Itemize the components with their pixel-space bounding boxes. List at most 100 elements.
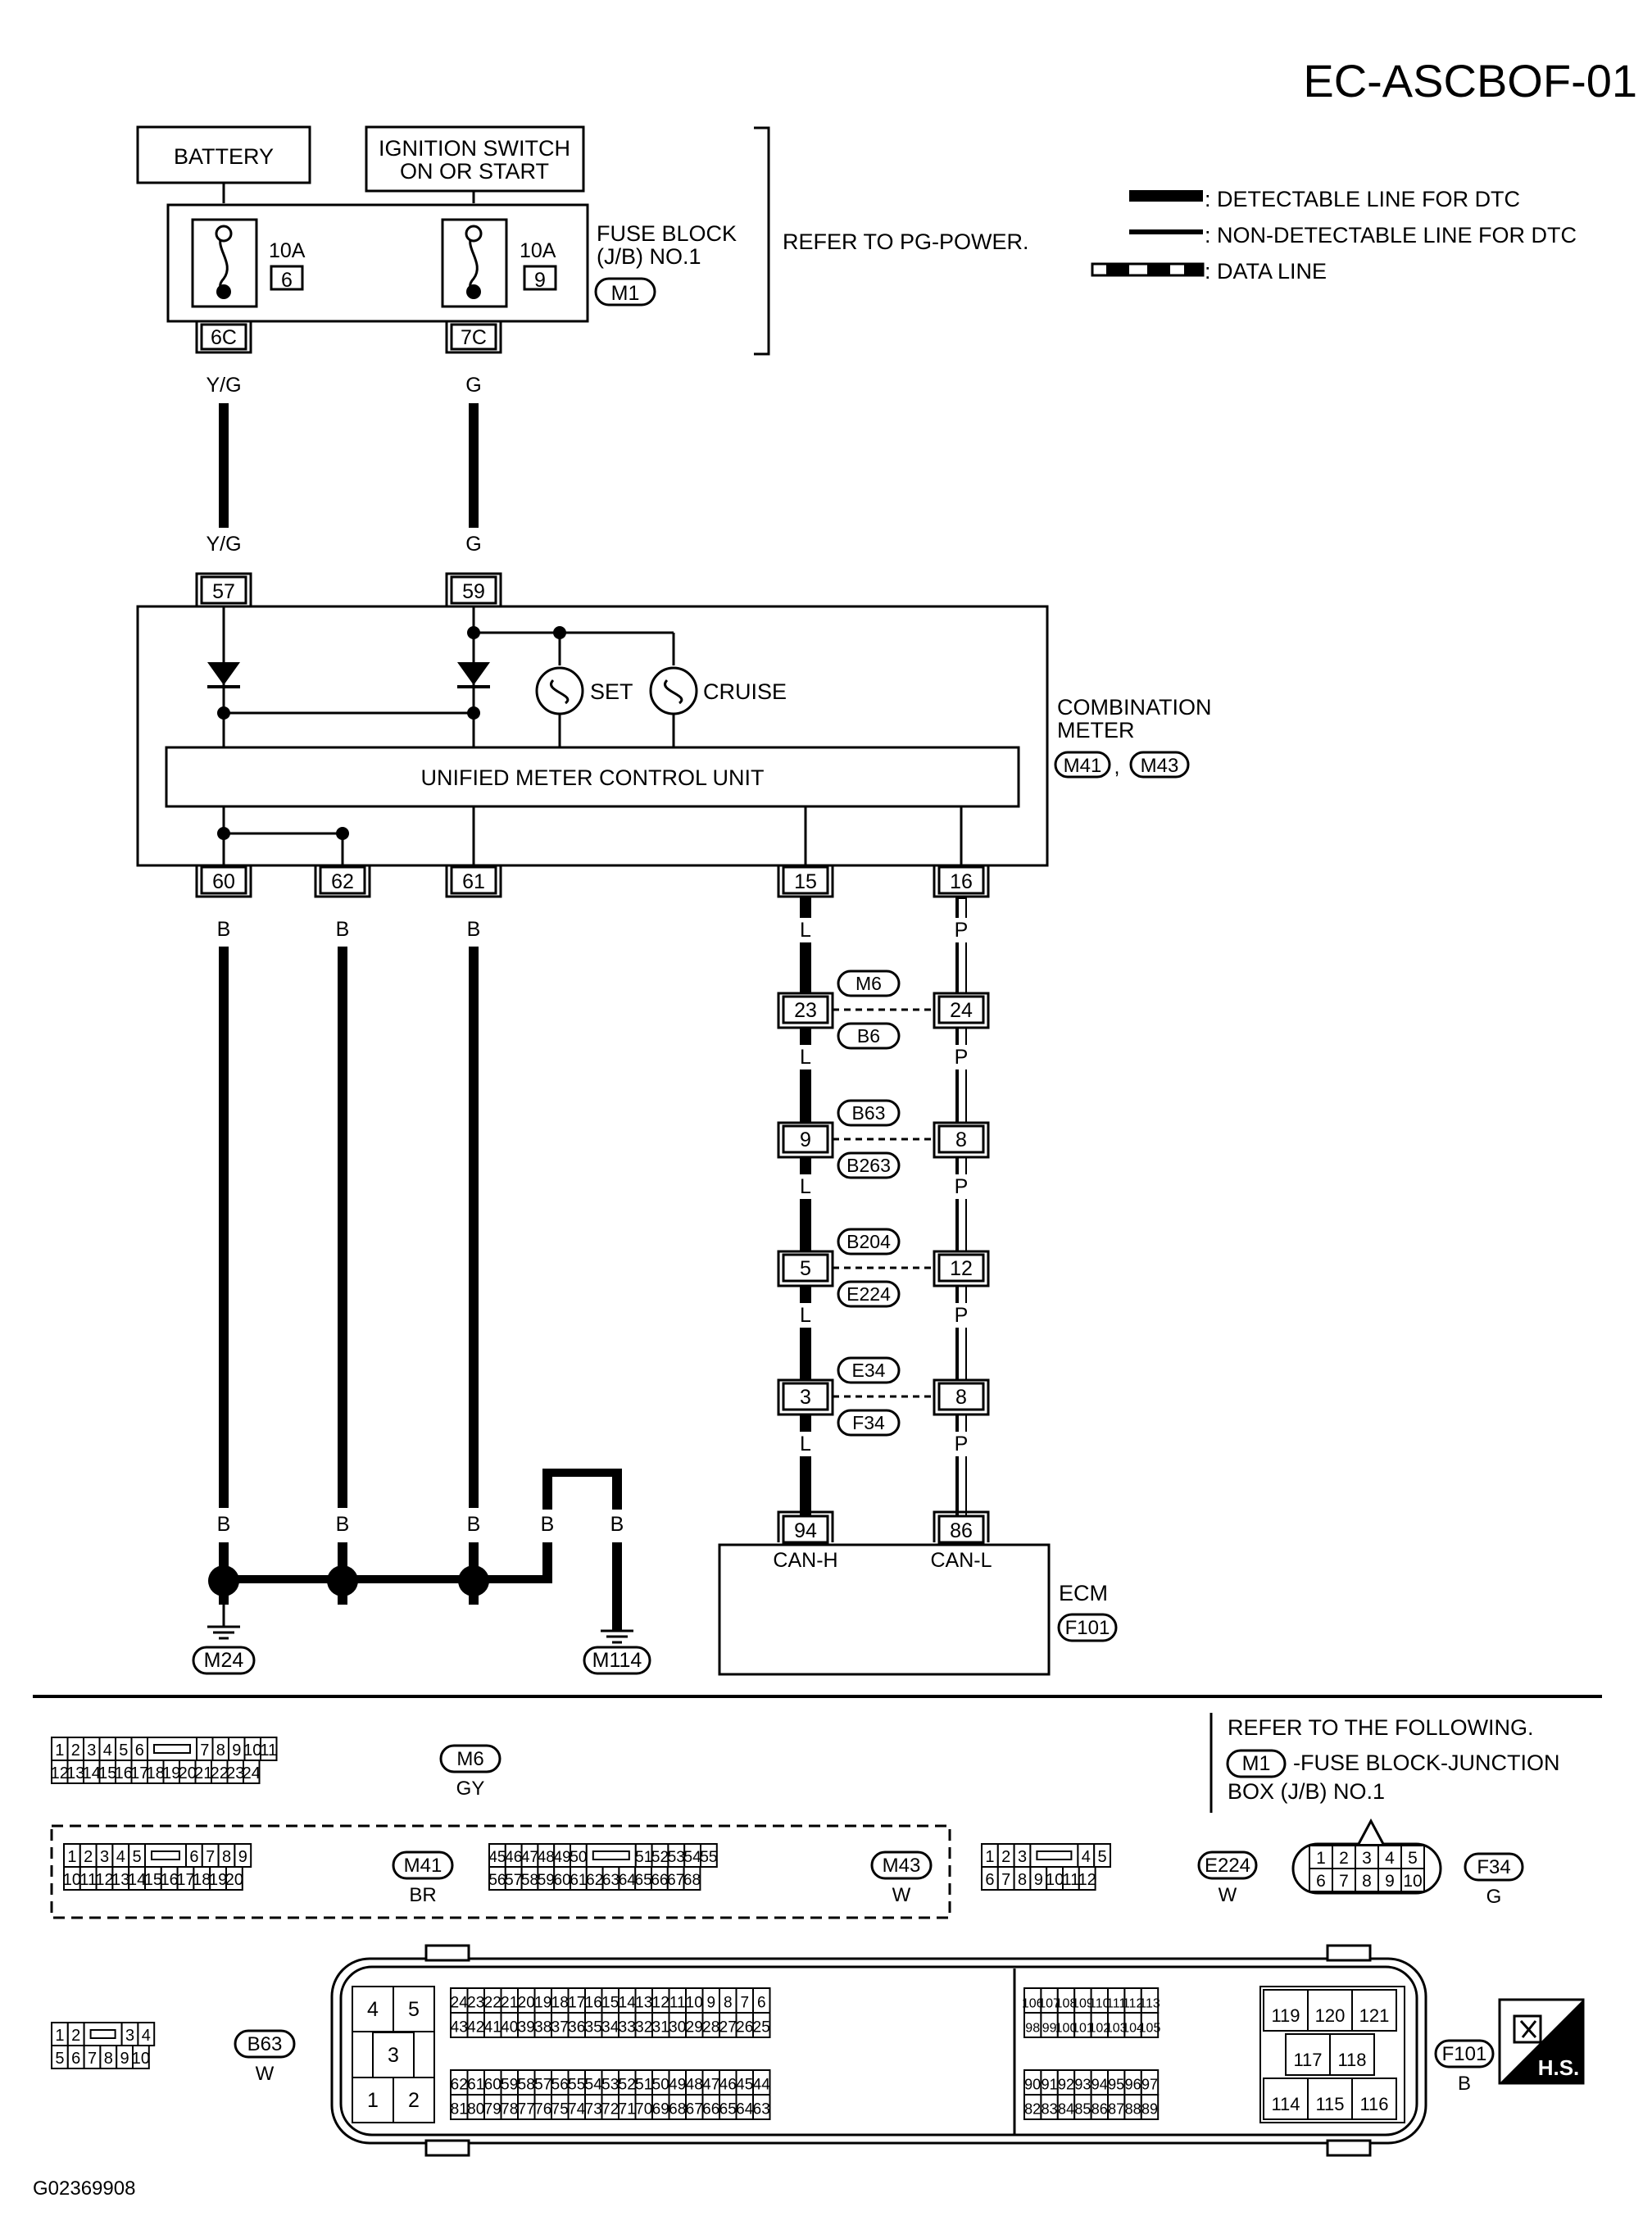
ecm-connector-f101: F101 [1065,1617,1110,1639]
connector-pin: 52 [619,2076,636,2093]
wire-yg [219,403,229,528]
connector-m41-badge: M41 [1064,755,1102,777]
connector-pin: 40 [501,2018,518,2036]
ecm-box [718,1543,1051,1676]
junction-upper-conn: E34 [852,1360,886,1381]
connector-pin: 15 [98,1764,116,1782]
connector-pin: 55 [700,1849,717,1866]
ecm-pin-86: 86 [950,1519,973,1542]
connector-pin: 52 [651,1849,669,1866]
connector-pin: 24 [451,1994,469,2011]
refer-following-line1: REFER TO THE FOLLOWING. [1228,1715,1534,1740]
ground-splice [327,1565,358,1596]
connector-pin: 55 [568,2076,585,2093]
connector-pin: 3 [100,1848,109,1866]
connector-pin: 9 [1034,1871,1043,1889]
connector-pin: 105 [1139,2021,1161,2035]
ground-wire-60 [219,947,229,1508]
diagram-title: EC-ASCBOF-01 [1303,55,1637,107]
connector-pin: 14 [83,1764,101,1782]
legend: : DETECTABLE LINE FOR DTC : NON-DETECTAB… [1091,187,1577,284]
connector-pin: 89 [1141,2100,1158,2117]
connector-pin: 8 [1362,1872,1372,1891]
connector-pin: 21 [501,1994,518,2011]
diode-57 [207,662,240,685]
connector-pin: 23 [467,1994,484,2011]
connector-pin: 9 [706,1994,715,2011]
connector-pin: 3 [125,2027,134,2045]
connector-pin: 7 [1001,1871,1010,1889]
connector-pin: 2 [71,2027,80,2045]
connector-pin: 6 [985,1871,994,1889]
svg-text:P: P [955,1304,969,1327]
connector-pin: 67 [667,1872,684,1889]
m1-badge [594,277,656,307]
connector-pin: 73 [585,2100,602,2118]
connector-pin: 85 [1074,2100,1091,2117]
set-label: SET [590,679,633,704]
connector-pin: 7 [88,2050,97,2068]
connector-pin: 95 [1108,2076,1124,2092]
connector-pin: 92 [1058,2076,1074,2092]
svg-text:P: P [955,1046,969,1069]
connector-pin: 19 [534,1994,551,2011]
connector-pin: 26 [736,2018,753,2036]
wire-color-b: B [336,1513,350,1536]
connector-pin: 83 [1042,2100,1058,2117]
harness-icon [1513,2014,1542,2044]
fuse-9-element [469,232,479,293]
connector-pin: 60 [484,2076,502,2093]
connector-pin: 63 [602,1872,620,1889]
connector-pin: 36 [568,2018,585,2036]
junction-pin: 24 [950,999,973,1022]
connector-color: W [1219,1884,1237,1906]
svg-text:L: L [800,1175,811,1198]
svg-text:P: P [955,1175,969,1198]
ignition-switch-label-1: IGNITION SWITCH [379,136,570,161]
connector-pin: 4 [116,1848,125,1866]
connector-pin: 6 [71,2050,80,2068]
unified-meter-control-unit [165,746,1020,808]
connector-pin: 18 [147,1764,165,1782]
connector-pin: 3 [388,2044,399,2067]
connector-separator: , [1114,756,1120,779]
connector-pin: 19 [162,1764,180,1782]
connector-pin: 15 [601,1994,619,2011]
connector-pin: 93 [1074,2076,1091,2092]
connector-pin: 112 [1123,1996,1144,2010]
connector-pin: 13 [66,1764,84,1782]
connector-pin: 109 [1072,1996,1094,2010]
connector-pin: 6 [1316,1872,1326,1891]
connector-pin: 17 [176,1871,194,1889]
connector-pin: 113 [1139,1996,1160,2010]
connector-pin: 119 [1271,2005,1300,2026]
connector-pin: 65 [635,1872,652,1889]
connector-id: M41 [404,1855,442,1877]
ground-splice [208,1565,239,1596]
connector-pin: 2 [71,1741,80,1760]
connector-pin: 99 [1042,2021,1057,2035]
ground-m114: M114 [592,1649,642,1672]
wire-color-g-bottom: G [465,533,481,556]
pin-59: 59 [462,580,485,603]
connector-pin: 2 [1001,1848,1010,1866]
connector-id: E224 [1205,1855,1250,1877]
connector-id: B63 [247,2033,283,2055]
connector-pin: 117 [1293,2050,1322,2070]
ground-splice [458,1565,489,1596]
connector-pin: 1 [985,1848,994,1866]
connector-pin: 5 [408,1998,420,2021]
connector-pin: 8 [1018,1871,1027,1889]
connector-pin: 22 [211,1764,229,1782]
combination-meter-box [136,605,1049,867]
connector-pin: 35 [585,2018,602,2036]
connector-pin: 20 [518,1994,535,2011]
connector-pin: 2 [408,2089,420,2112]
pin-61: 61 [462,870,485,893]
pin-62: 62 [331,870,354,893]
connector-pin: 74 [568,2100,586,2118]
connector-pin: 45 [488,1849,506,1866]
connector-pin: 1 [1316,1849,1326,1868]
